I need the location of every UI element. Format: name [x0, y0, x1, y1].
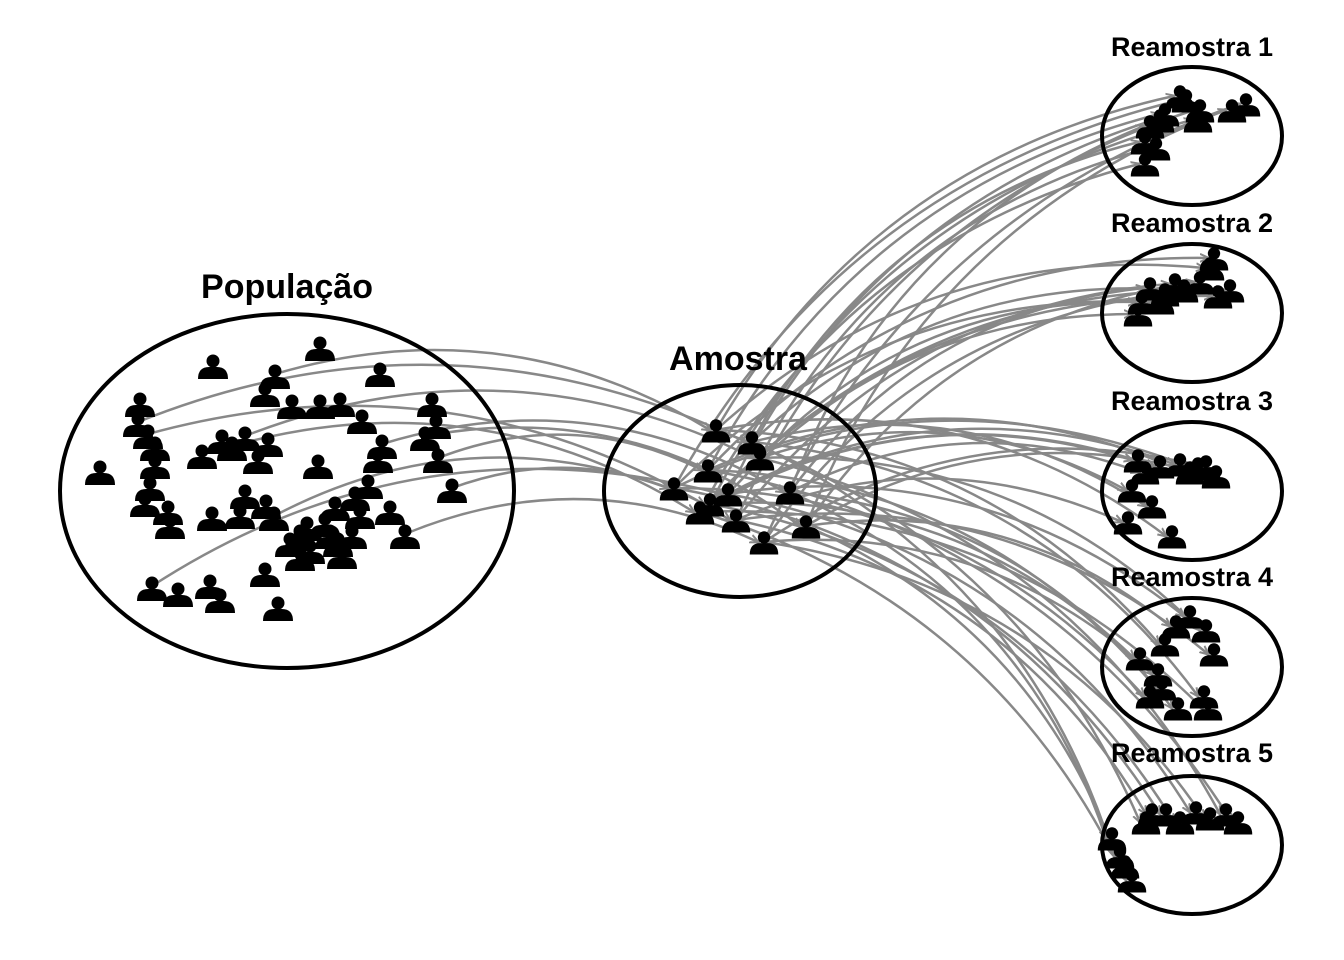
population-person-icon	[305, 336, 335, 361]
resample-2-title: Reamostra 2	[1111, 208, 1273, 238]
sample-to-resample-1-arrow	[706, 114, 1159, 471]
population-to-sample-arrow	[231, 421, 694, 512]
sample-to-resample-4-arrow	[727, 485, 1184, 616]
sample-to-resample-5-arrow	[727, 492, 1190, 812]
population-person-icon	[198, 354, 228, 379]
sample-to-resample-3-arrow	[789, 441, 1139, 494]
population-person-icon	[437, 478, 467, 503]
people-layer	[85, 85, 1261, 893]
population-to-sample-arrow	[437, 433, 702, 470]
arrows-layer	[137, 96, 1240, 880]
resample-3-ellipse	[1100, 420, 1284, 562]
population-to-sample-arrow	[147, 404, 730, 520]
population-person-icon	[163, 582, 193, 607]
sample-to-resample-1-arrow	[672, 100, 1180, 489]
sample-to-resample-4-arrow	[759, 456, 1200, 630]
population-person-icon	[85, 460, 115, 485]
resample-1-title: Reamostra 1	[1111, 32, 1273, 62]
population-person-icon	[250, 562, 280, 587]
population-to-sample-arrow	[151, 467, 722, 588]
resample-4-person-icon	[1199, 643, 1229, 667]
sample-to-resample-5-arrow	[699, 510, 1126, 880]
resample-4-ellipse	[1100, 596, 1284, 738]
sample-to-resample-2-arrow	[804, 282, 1194, 527]
resample-4-title: Reamostra 4	[1111, 562, 1273, 592]
sample-to-resample-5-arrow	[715, 428, 1140, 822]
population-person-icon	[303, 454, 333, 479]
population-person-icon	[197, 506, 227, 531]
resample-5-title: Reamostra 5	[1111, 738, 1273, 768]
sample-to-resample-5-arrow	[763, 540, 1204, 818]
population-ellipse	[58, 312, 516, 670]
sample-to-resample-4-arrow	[805, 519, 1170, 626]
sample-to-resample-3-arrow	[673, 419, 1192, 490]
population-to-sample-arrow	[274, 348, 710, 430]
sample-to-resample-5-arrow	[789, 490, 1106, 838]
resample-1-ellipse	[1100, 65, 1284, 207]
population-title: População	[201, 268, 373, 306]
sample-to-resample-5-arrow	[751, 440, 1114, 856]
population-person-icon	[417, 392, 447, 417]
resample-5-ellipse	[1100, 774, 1284, 916]
sample-to-resample-1-arrow	[714, 96, 1174, 431]
sample-to-resample-5-arrow	[709, 502, 1174, 822]
population-person-icon	[390, 524, 420, 549]
sample-to-resample-2-arrow	[759, 302, 1136, 459]
resample-3-title: Reamostra 3	[1111, 386, 1273, 416]
population-person-icon	[375, 500, 405, 525]
resample-2-ellipse	[1100, 242, 1284, 384]
sample-to-resample-5-arrow	[735, 518, 1146, 814]
sample-to-resample-4-arrow	[789, 490, 1172, 708]
resample-3-person-icon	[1157, 525, 1187, 549]
sample-to-resample-5-arrow	[673, 486, 1160, 814]
population-person-icon	[367, 434, 397, 459]
sample-to-resample-4-arrow	[715, 428, 1159, 644]
sample-to-resample-4-arrow	[751, 440, 1198, 696]
sample-ellipse	[602, 383, 878, 599]
population-person-icon	[230, 484, 260, 509]
sample-to-resample-3-arrow	[751, 423, 1146, 506]
sample-to-resample-5-arrow	[805, 524, 1119, 866]
sample-to-resample-2-arrow	[751, 288, 1178, 443]
sample-to-resample-1-arrow	[726, 120, 1154, 495]
sample-title: Amostra	[669, 340, 808, 378]
population-person-icon	[263, 596, 293, 621]
sample-to-resample-5-arrow	[759, 456, 1220, 814]
sample-to-resample-4-arrow	[673, 486, 1144, 696]
sample-to-resample-2-arrow	[707, 258, 1208, 471]
